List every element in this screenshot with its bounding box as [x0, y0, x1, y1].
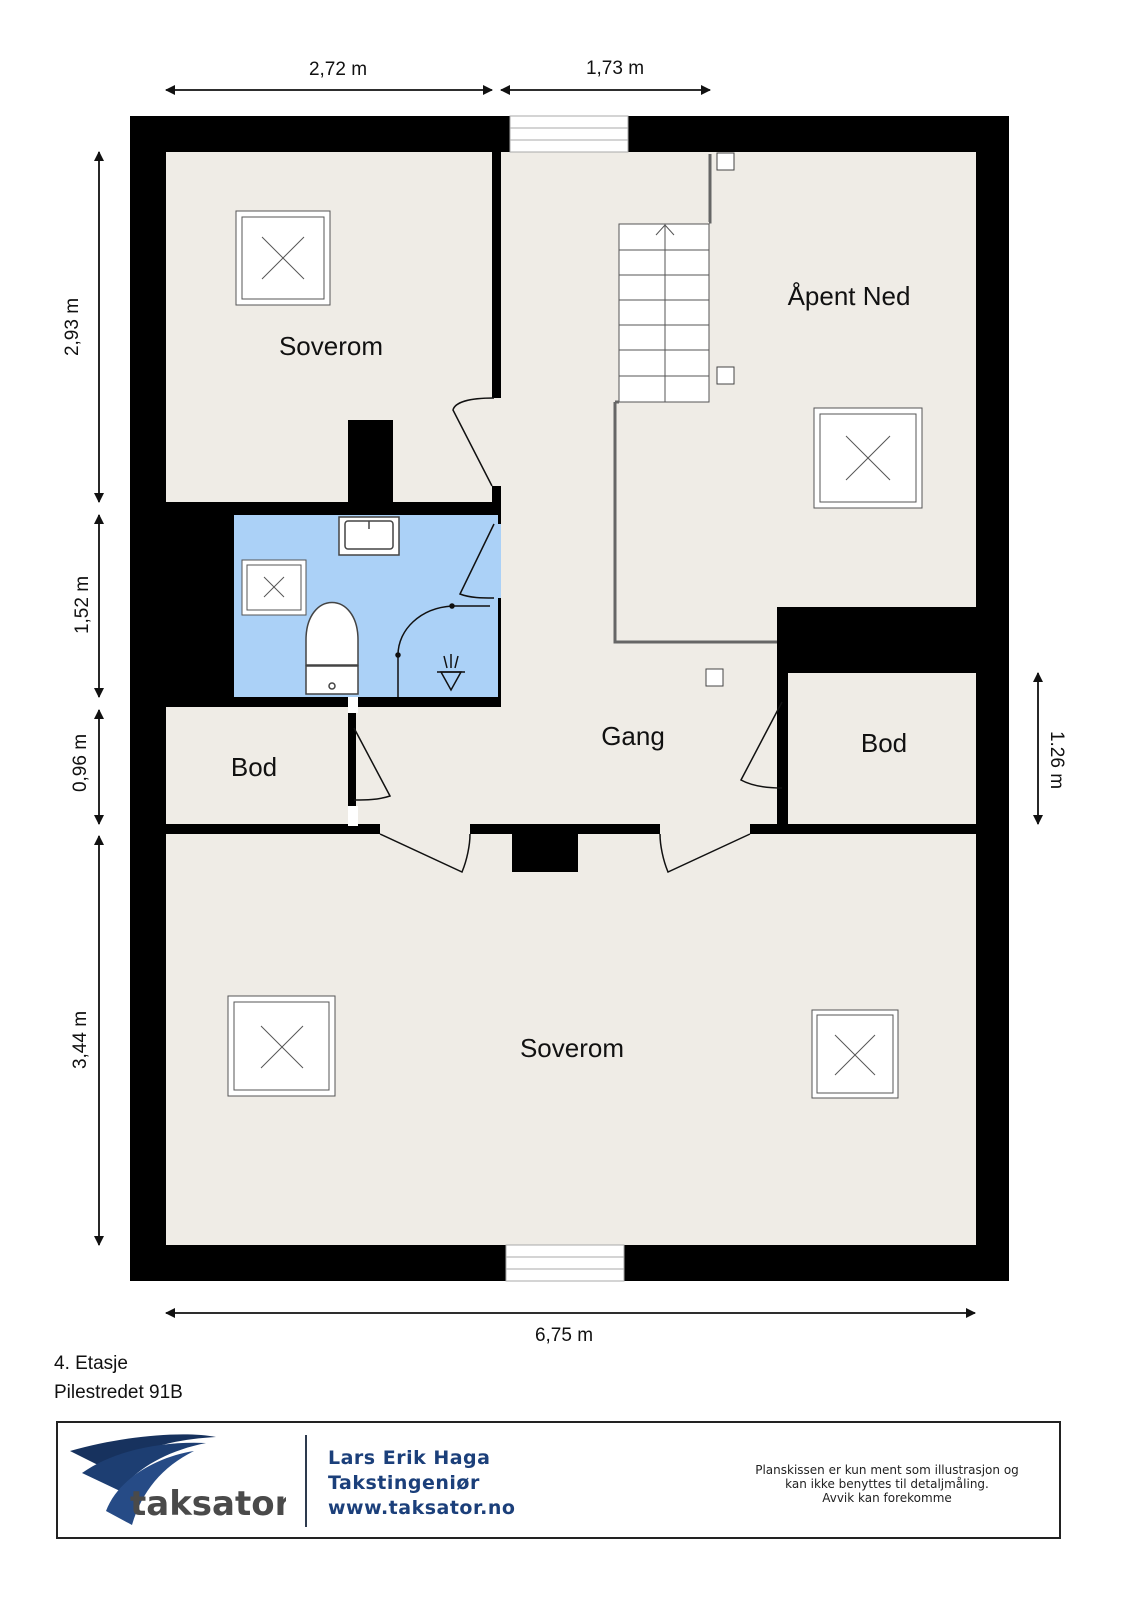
window-bottom: [505, 1244, 625, 1282]
toilet: [305, 601, 359, 695]
railing: [708, 154, 712, 224]
room-label-gang: Gang: [601, 721, 665, 751]
floor-address: Pilestredet 91B: [54, 1382, 183, 1403]
dim-top-left: 2,72 m: [309, 59, 367, 80]
skylight-soverom-bottom-left: [227, 995, 336, 1097]
dim-right-1: 1.26 m: [1046, 731, 1067, 789]
footer-banner: taksator Lars Erik Haga Takstingeniør ww…: [56, 1421, 1061, 1539]
floor-gang-mid: [501, 600, 777, 824]
chimney-top: [348, 420, 393, 502]
door-bod-right: [739, 701, 783, 789]
skylight-bathroom: [241, 559, 307, 616]
door-bathroom: [458, 523, 495, 599]
disclaimer-line-1: Planskissen er kun ment som illustrasjon…: [755, 1463, 1019, 1477]
staircase: [618, 223, 710, 403]
vent-2: [716, 366, 735, 385]
column-right: [777, 607, 976, 673]
chimney-bottom: [512, 824, 578, 872]
floor-level: 4. Etasje: [54, 1353, 128, 1374]
door-bod-left: [353, 727, 392, 801]
footer-divider: [305, 1435, 307, 1527]
floor-soverom-top: [166, 152, 492, 502]
dim-left-4: 3,44 m: [70, 1011, 91, 1069]
double-door-left: [379, 833, 471, 874]
railing-lower: [613, 402, 777, 644]
vent-1: [716, 152, 735, 171]
window-top: [509, 115, 629, 153]
disclaimer-line-3: Avvik kan forekomme: [822, 1491, 952, 1505]
logo-wordmark: taksator: [130, 1484, 286, 1524]
room-label-soverom-top: Soverom: [279, 331, 383, 361]
floor-gang-left: [356, 707, 506, 824]
floor-plan: Soverom Åpent Ned Gang Bod Bod Soverom 2…: [62, 58, 1067, 1346]
wall-post-1: [492, 152, 501, 398]
sink: [338, 516, 400, 556]
company-name: Lars Erik Haga: [328, 1447, 491, 1469]
door-soverom-top: [452, 397, 495, 487]
skylight-soverom-top: [235, 210, 331, 306]
room-label-apent-ned: Åpent Ned: [788, 281, 911, 311]
double-door-right: [659, 833, 751, 874]
dim-left-1: 2,93 m: [62, 298, 83, 356]
disclaimer-line-2: kan ikke benyttes til detaljmåling.: [785, 1477, 989, 1491]
room-label-soverom-bottom: Soverom: [520, 1033, 624, 1063]
skylight-soverom-bottom-right: [811, 1009, 899, 1099]
floor-bod-right: [788, 673, 976, 824]
dim-left-2: 1,52 m: [72, 576, 93, 634]
taksator-logo: taksator: [70, 1434, 286, 1525]
room-label-bod-left: Bod: [231, 752, 277, 782]
floor-gang-upper: [501, 152, 976, 607]
dim-bottom: 6,75 m: [535, 1325, 593, 1346]
dim-left-3: 0,96 m: [70, 734, 91, 792]
floor-bod-left: [166, 707, 348, 824]
dimension-lines: [94, 85, 1043, 1318]
skylight-apent-ned: [813, 407, 923, 509]
dim-top-right: 1,73 m: [586, 58, 644, 79]
shower: [395, 603, 490, 697]
room-label-bod-right: Bod: [861, 728, 907, 758]
company-title: Takstingeniør: [328, 1472, 480, 1494]
company-website[interactable]: www.taksator.no: [328, 1497, 516, 1519]
vent-3: [705, 668, 724, 687]
